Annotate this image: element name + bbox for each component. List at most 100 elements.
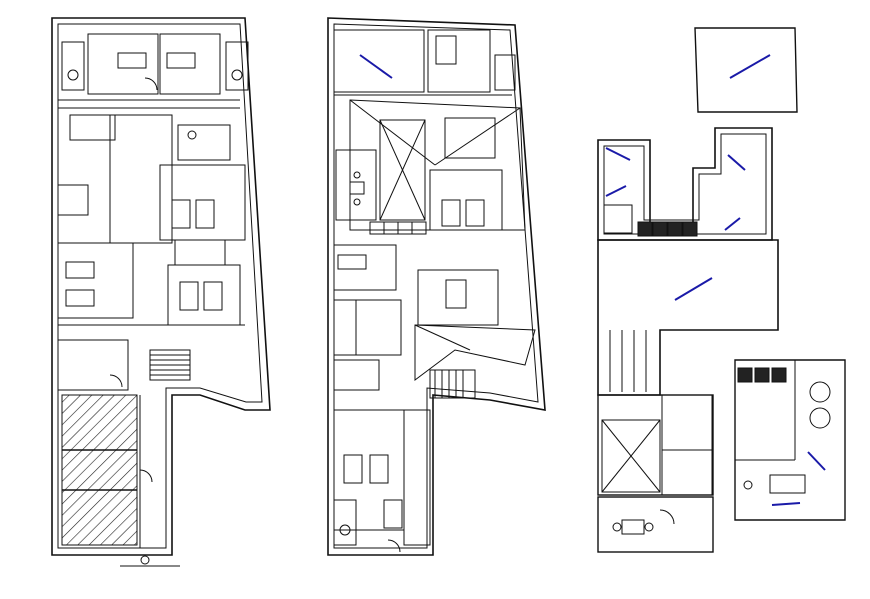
ground-room-top-left (87, 33, 159, 95)
bed-icon (65, 261, 95, 279)
ground-room-entry (57, 339, 129, 391)
bed-icon (166, 52, 196, 69)
chair-icon (612, 522, 622, 532)
bed-icon (195, 199, 215, 229)
bed-icon (441, 199, 461, 227)
ground-outer-wall (51, 17, 271, 556)
first-void (379, 119, 426, 221)
ground-room-lower-left (57, 242, 134, 319)
door-swing (659, 509, 675, 525)
bed-icon (343, 454, 363, 484)
ground-garage-hatched (61, 394, 138, 546)
first-skylight-row (369, 221, 427, 235)
bed-icon (171, 199, 191, 229)
roof-slope-mark (724, 217, 741, 231)
roof-terrace (734, 359, 846, 521)
bed-icon (383, 499, 403, 529)
chair-icon (644, 522, 654, 532)
terrace-tank (809, 407, 831, 429)
terrace-table (769, 474, 806, 494)
roof-slope-mark (729, 54, 771, 79)
terrace-tank (809, 381, 831, 403)
bed-icon (65, 289, 95, 307)
first-wc-left (333, 299, 357, 356)
roof-slope-mark (807, 451, 826, 471)
plan-roof (597, 27, 846, 553)
stair-treads (434, 370, 464, 398)
first-lower-roof (414, 324, 536, 381)
ground-wc-left-mid (57, 184, 89, 216)
first-bath (444, 117, 496, 159)
roof-slope-mark (605, 147, 631, 161)
first-room-top-left (333, 29, 425, 93)
first-diagonal-mark (359, 54, 393, 79)
first-room-lower-left (333, 359, 380, 391)
first-outer-wall (327, 17, 546, 556)
table-icon (349, 181, 365, 195)
bed-icon (203, 281, 223, 311)
first-room-table (335, 149, 377, 221)
roof-slope-mark (771, 502, 801, 506)
door-swing (144, 77, 158, 91)
roof-top-panel (694, 27, 798, 113)
wc-box-left (61, 41, 85, 91)
toilet-icon (339, 524, 351, 536)
first-room-bottom-right (403, 409, 431, 546)
roof-lower-slats (609, 330, 647, 392)
first-room-bed-center (429, 169, 503, 231)
roof-slope-mark (727, 154, 746, 171)
toilet-icon (231, 69, 243, 81)
stair-treads (150, 354, 190, 376)
roof-ridge (434, 107, 521, 166)
roof-bottom-room (597, 496, 714, 553)
door-swing (109, 374, 123, 388)
ground-room-top-right (159, 33, 221, 95)
plan-ground-floor (51, 17, 271, 567)
roof-slope-mark (605, 185, 627, 197)
first-room-left-mid (355, 299, 402, 356)
roof-skylight-row (637, 221, 698, 237)
ground-room-mid-left (109, 114, 173, 244)
roof-upper-inner (603, 133, 767, 235)
terrace-skylight-row (737, 367, 787, 383)
ground-room-stair (69, 114, 116, 141)
plan-first-floor (327, 17, 546, 556)
void-cross (601, 419, 661, 493)
chair-icon (353, 171, 361, 179)
roof-slope-mark (674, 277, 713, 301)
roof-water-tank (603, 204, 633, 234)
bed-icon (369, 454, 389, 484)
terrace-planter (743, 480, 753, 490)
chair-icon (353, 198, 361, 206)
ground-room-bed-center (159, 164, 246, 241)
bed-icon (435, 35, 457, 65)
door-swing (139, 469, 153, 483)
first-room-top-right (427, 29, 491, 93)
roof-small-room-lower (661, 449, 713, 496)
bed-icon (179, 281, 199, 311)
first-inner-wall (333, 23, 539, 549)
ground-bath-lower (174, 239, 226, 266)
roof-ridge (349, 99, 436, 166)
roof-void-cross (601, 419, 661, 493)
toilet-icon (187, 130, 197, 140)
bed-icon (117, 52, 147, 69)
wc-box-right (225, 41, 249, 91)
first-stair (429, 369, 476, 399)
roof-lower-block (597, 394, 714, 496)
bed-icon (445, 279, 467, 309)
first-room-left-bed (333, 244, 397, 291)
first-room-right-bed (417, 269, 499, 326)
roof-small-room (661, 394, 713, 451)
ground-inner-wall (57, 23, 263, 549)
void-cross (379, 119, 426, 221)
toilet-icon (67, 69, 79, 81)
bed-icon (465, 199, 485, 227)
ground-bath (177, 124, 231, 161)
first-wc-top-right (494, 54, 516, 91)
entry-marker (140, 555, 150, 565)
door-swing (387, 539, 401, 553)
table-icon (621, 519, 645, 535)
roof-ridge (414, 324, 471, 351)
